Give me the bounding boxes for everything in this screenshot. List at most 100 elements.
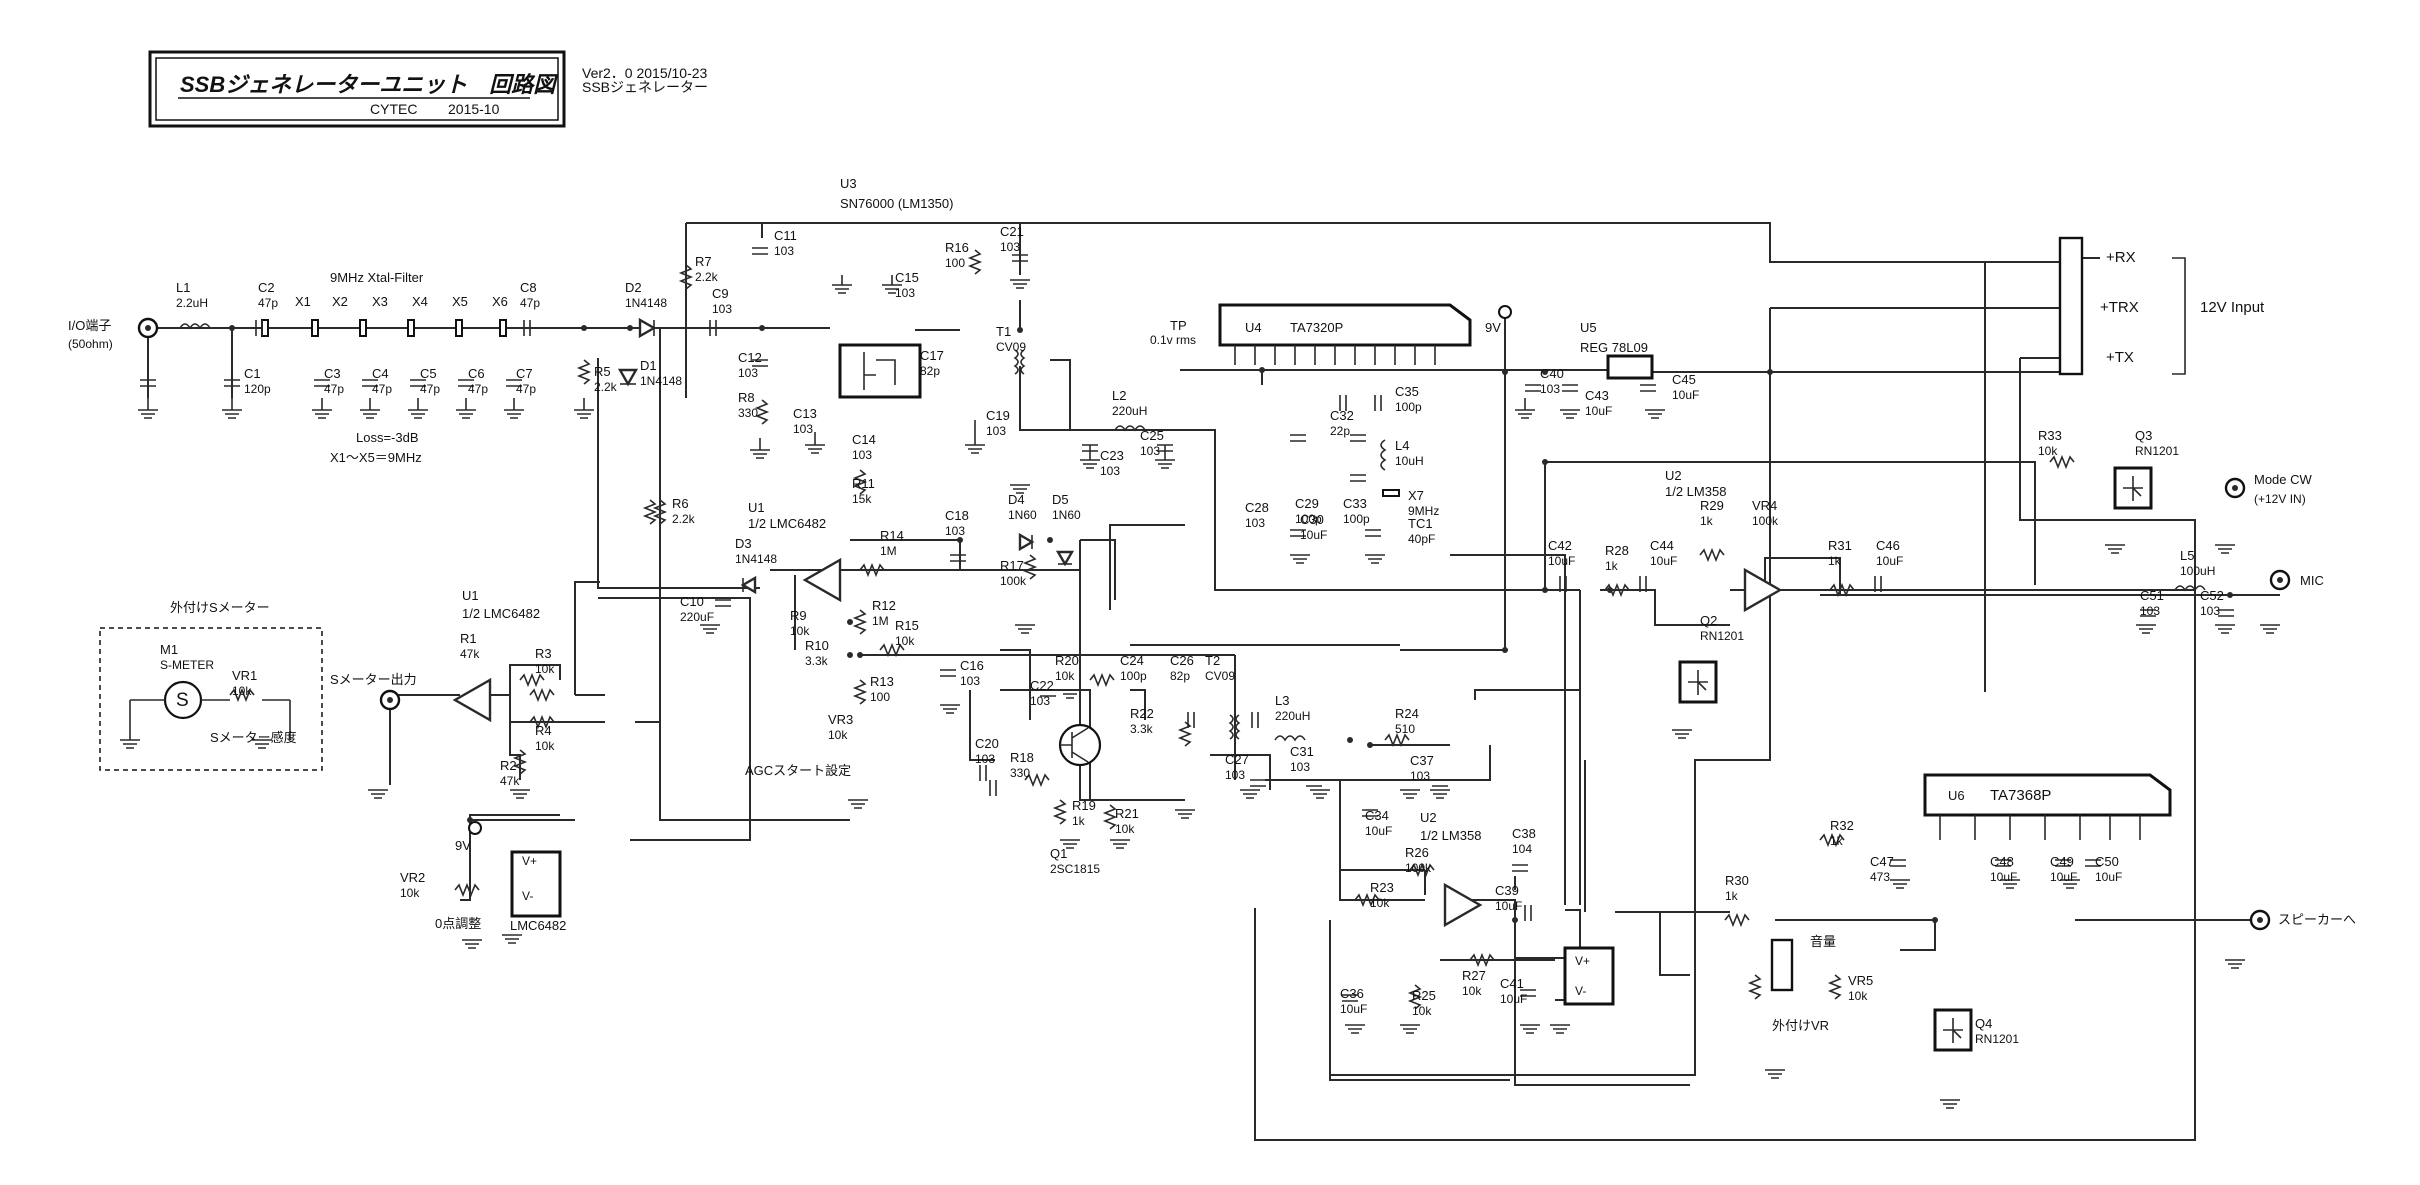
part-c34-value: 10uF [1365, 824, 1392, 838]
u6-ic [1923, 773, 2172, 840]
part-c44-value: 10uF [1650, 554, 1677, 568]
part-r18-value: 330 [1010, 766, 1030, 780]
part-r4-value: 10k [535, 739, 555, 753]
part-c42-ref: C42 [1548, 538, 1572, 553]
part-d2-ref: D2 [625, 280, 642, 295]
part-c19-ref: C19 [986, 408, 1010, 423]
part-r11-ref: R11 [852, 476, 875, 491]
part-r11-value: 15k [852, 492, 872, 506]
part-r1-ref: R1 [460, 631, 477, 646]
part-q1-value: 2SC1815 [1050, 862, 1100, 876]
part-l5-ref: L5 [2180, 548, 2194, 563]
part-r14-value: 1M [880, 544, 897, 558]
part-c8-value: 47p [520, 296, 540, 310]
u2b-ref: U2 [1665, 468, 1682, 483]
part-c33-ref: C33 [1343, 496, 1367, 511]
smeter-sens-label: Sメーター感度 [210, 730, 297, 745]
part-r26-ref: R26 [1405, 845, 1429, 860]
part-c26-value: 82p [1170, 669, 1190, 683]
part-c37-ref: C37 [1410, 753, 1434, 768]
part-r24-ref: R24 [1395, 706, 1419, 721]
part-r3-ref: R3 [535, 646, 552, 661]
trx-label: +TRX [2100, 299, 2139, 316]
part-d2-value: 1N4148 [625, 296, 667, 310]
u6-ref: U6 [1948, 788, 1965, 803]
part-r6-ref: R6 [672, 496, 689, 511]
part-r10-ref: R10 [805, 638, 829, 653]
part-c15-value: 103 [895, 286, 915, 300]
part-x5-ref: X5 [452, 294, 468, 309]
part-l5-value: 100uH [2180, 564, 2215, 578]
u5-ref: U5 [1580, 320, 1597, 335]
part-r29-value: 1k [1700, 514, 1714, 528]
part-r17-value: 100k [1000, 574, 1027, 588]
diode-icons [617, 317, 1075, 595]
part-r23-ref: R23 [1370, 880, 1394, 895]
part-c10-value: 220uF [680, 610, 714, 624]
part-vr4-value: 100k [1752, 514, 1779, 528]
part-t2-value: CV09 [1205, 669, 1235, 683]
part-c15-ref: C15 [895, 270, 919, 285]
meter-symbol: S [176, 690, 189, 711]
wires [147, 222, 2280, 1141]
part-r13-ref: R13 [870, 674, 894, 689]
part-c37-value: 103 [1410, 769, 1430, 783]
smeter-box-label: 外付けSメーター [170, 600, 270, 615]
part-c1-ref: C1 [244, 366, 261, 381]
part-c9-value: 103 [712, 302, 732, 316]
part-r9-value: 10k [790, 624, 810, 638]
part-r31-value: 1k [1828, 554, 1842, 568]
part-c38-ref: C38 [1512, 826, 1536, 841]
speaker-label: スピーカーへ [2278, 912, 2356, 927]
part-c8-ref: C8 [520, 280, 537, 295]
u1b-name: 1/2 LMC6482 [748, 516, 826, 531]
part-x3-ref: X3 [372, 294, 388, 309]
part-c16-ref: C16 [960, 658, 984, 673]
part-c30-ref: C30 [1300, 512, 1324, 527]
part-r20-value: 10k [1055, 669, 1075, 683]
opamp-u1a-icon [452, 677, 492, 723]
u6-name: TA7368P [1990, 787, 2051, 804]
part-c20-value: 103 [975, 752, 995, 766]
part-l4-value: 10uH [1395, 454, 1424, 468]
part-c11-ref: C11 [774, 228, 797, 243]
u2b-name: 1/2 LM358 [1665, 484, 1726, 499]
part-q4-ref: Q4 [1975, 1016, 1992, 1031]
part-c41-ref: C41 [1500, 976, 1524, 991]
part-x7-value: 9MHz [1408, 504, 1439, 518]
part-c4-ref: C4 [372, 366, 389, 381]
part-d1-value: 1N4148 [640, 374, 682, 388]
part-r8-ref: R8 [738, 390, 755, 405]
part-x6-ref: X6 [492, 294, 508, 309]
u2c-vplus: V+ [1575, 954, 1590, 968]
part-c25-value: 103 [1140, 444, 1160, 458]
part-c35-ref: C35 [1395, 384, 1419, 399]
part-c12-ref: C12 [738, 350, 762, 365]
company-label: CYTEC [370, 101, 417, 117]
part-c13-value: 103 [793, 422, 813, 436]
part-r15-ref: R15 [895, 618, 919, 633]
part-m1-value: S-METER [160, 658, 214, 672]
part-c46-value: 10uF [1876, 554, 1903, 568]
part-c36-ref: C36 [1340, 986, 1364, 1001]
opamp-u2a-icon [1443, 882, 1483, 928]
v9-label-b: 9V [455, 838, 471, 853]
part-c49-value: 10uF [2050, 870, 2077, 884]
part-c12-value: 103 [738, 366, 758, 380]
part-c31-ref: C31 [1290, 744, 1314, 759]
part-tc1-ref: TC1 [1408, 516, 1433, 531]
part-r22-ref: R22 [1130, 706, 1154, 721]
part-r10-value: 3.3k [805, 654, 829, 668]
part-c24-value: 100p [1120, 669, 1147, 683]
part-c27-value: 103 [1225, 768, 1245, 782]
part-c17-value: 82p [920, 364, 940, 378]
u5-name: REG 78L09 [1580, 340, 1648, 355]
part-r6-value: 2.2k [672, 512, 696, 526]
part-r20-ref: R20 [1055, 653, 1079, 668]
part-c40-value: 103 [1540, 382, 1560, 396]
part-c41-value: 10uF [1500, 992, 1527, 1006]
part-c28-value: 103 [1245, 516, 1265, 530]
part-r14-ref: R14 [880, 528, 904, 543]
u3-name: SN76000 (LM1350) [840, 196, 953, 211]
